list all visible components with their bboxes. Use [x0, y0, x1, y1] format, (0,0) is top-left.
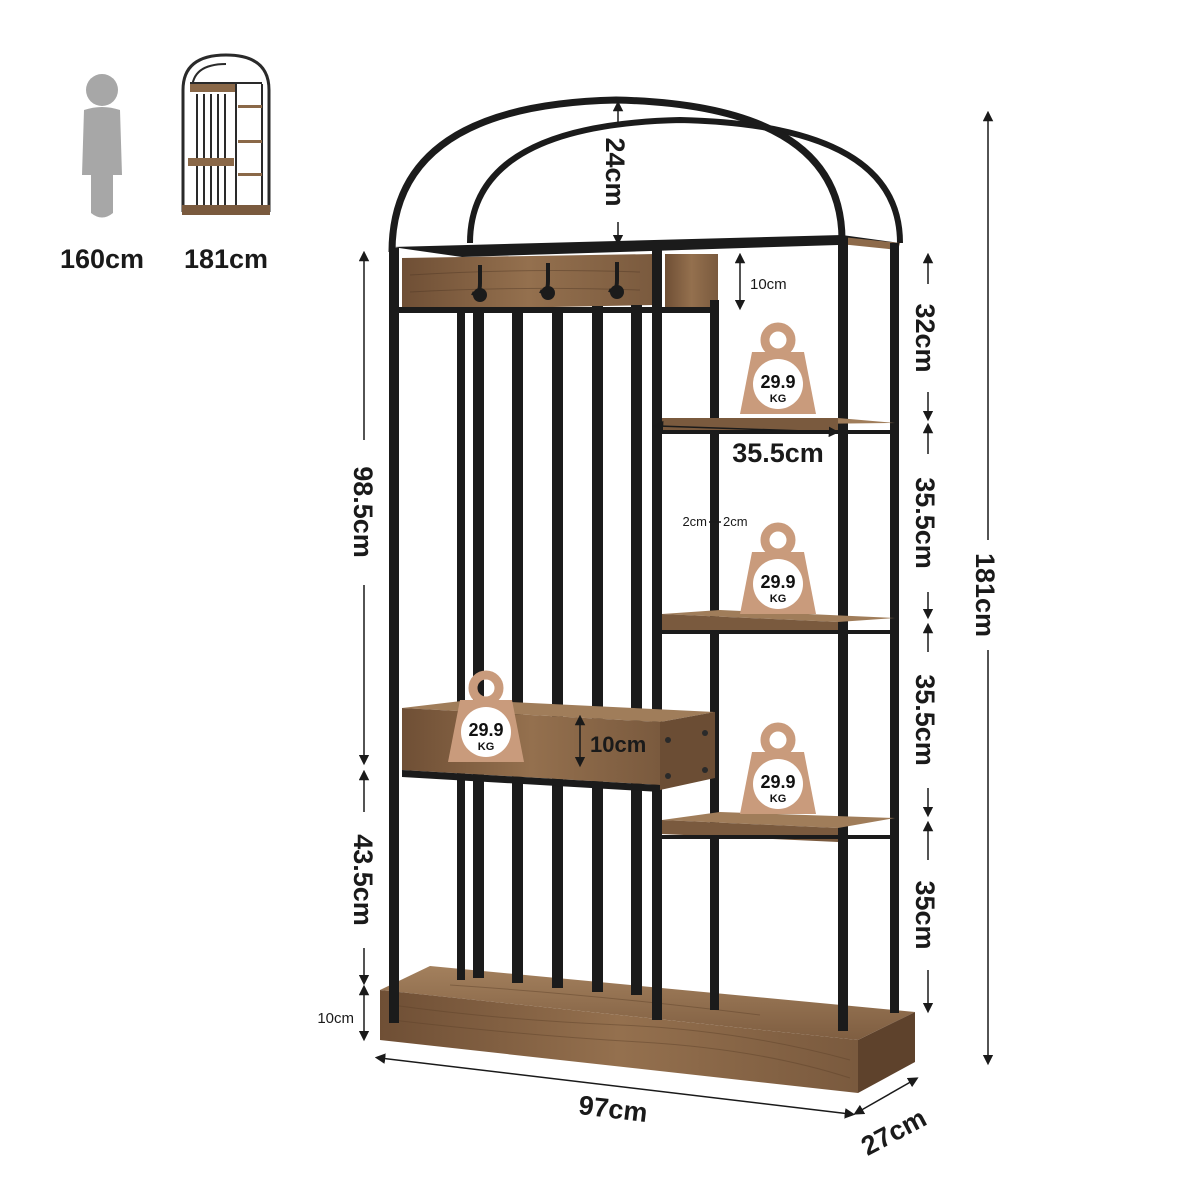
coat-hooks — [471, 262, 624, 302]
weight-badge-1: 29.9 KG — [740, 327, 816, 414]
inner-frame-bar — [399, 307, 714, 313]
post-gap-left-label: 2cm — [682, 514, 707, 529]
back-arch — [467, 116, 903, 244]
weight-unit: KG — [770, 593, 787, 605]
hook-board — [402, 254, 718, 310]
top-shelf — [840, 237, 900, 250]
weight-badge-4: 29.9 KG — [740, 727, 816, 814]
arch-depth-label: 24cm — [600, 137, 630, 206]
person-height-label: 160cm — [60, 244, 144, 274]
weight-value: 29.9 — [468, 720, 503, 740]
vertical-bars — [473, 305, 642, 995]
mini-rack-thumbnail — [181, 53, 271, 215]
weight-unit: KG — [770, 393, 787, 405]
post-gap-right-label: 2cm — [723, 514, 748, 529]
weight-value: 29.9 — [760, 572, 795, 592]
weight-unit: KG — [770, 793, 787, 805]
weight-value: 29.9 — [760, 772, 795, 792]
total-height-label: 181cm — [970, 553, 1000, 637]
bench-box-height-label: 10cm — [590, 732, 646, 757]
width-label: 97cm — [577, 1090, 649, 1128]
weight-unit: KG — [478, 741, 495, 753]
base-box — [380, 966, 915, 1093]
bottom-gap-label: 35cm — [910, 880, 940, 949]
shelf-width-label: 35.5cm — [732, 438, 824, 468]
weight-badge-2: 29.9 KG — [740, 527, 816, 614]
gap-3-label: 35.5cm — [910, 674, 940, 766]
bench-box — [402, 700, 715, 792]
hall-tree-rack — [380, 96, 915, 1093]
person-silhouette-icon — [82, 74, 122, 218]
depth-label: 27cm — [856, 1103, 931, 1162]
gap-2-label: 35.5cm — [910, 477, 940, 569]
left-upper-label: 98.5cm — [348, 466, 378, 558]
base-height-label: 10cm — [317, 1010, 354, 1027]
top-gap-label: 32cm — [910, 303, 940, 372]
top-frame — [392, 235, 900, 257]
front-arch — [388, 96, 846, 253]
rack-height-label: 181cm — [184, 244, 268, 274]
left-lower-label: 43.5cm — [348, 834, 378, 926]
weight-value: 29.9 — [760, 372, 795, 392]
hook-board-height-label: 10cm — [750, 276, 787, 293]
weight-badge-3: 29.9 KG — [448, 675, 524, 762]
